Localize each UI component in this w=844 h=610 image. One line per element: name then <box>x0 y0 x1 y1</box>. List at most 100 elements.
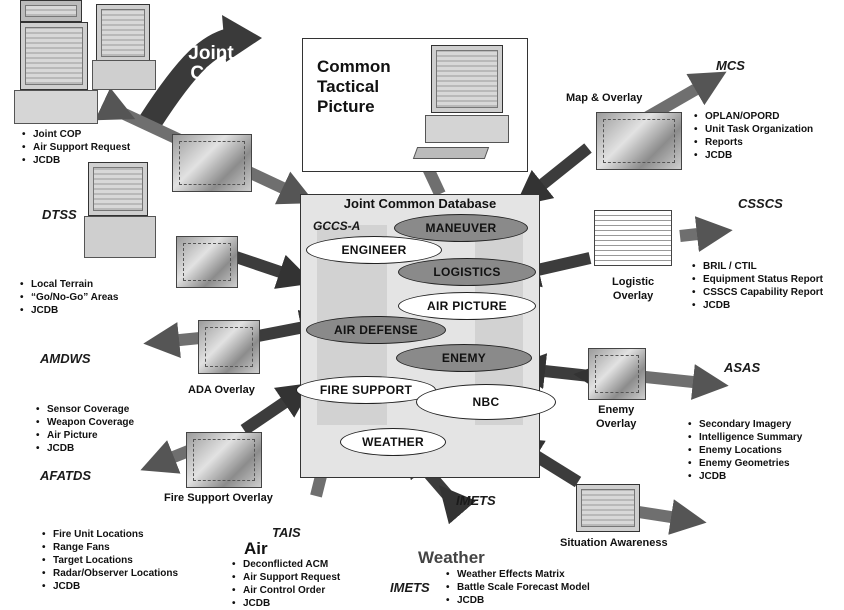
dtss-monitor <box>88 162 148 216</box>
list-item: Air Support Request <box>22 141 130 154</box>
list-item: Sensor Coverage <box>36 403 134 416</box>
amdws-items: Sensor Coverage Weapon Coverage Air Pict… <box>36 403 134 455</box>
asas-items: Secondary Imagery Intelligence Summary E… <box>688 418 802 483</box>
oval-air-picture: AIR PICTURE <box>398 292 536 320</box>
enemy-map-overlay <box>588 348 646 400</box>
arrow-ada-out <box>143 322 201 359</box>
list-item: Joint COP <box>22 128 130 141</box>
imets-name-center: IMETS <box>456 493 496 508</box>
csscs-caption: Logistic Overlay <box>612 276 655 302</box>
ada-overlay-caption: ADA Overlay <box>188 384 255 396</box>
computer-case <box>14 90 98 124</box>
list-item: Target Locations <box>42 554 178 567</box>
list-item: Deconflicted ACM <box>232 558 340 571</box>
csscs-table-overlay <box>594 210 672 266</box>
list-item: JCDB <box>688 470 802 483</box>
oval-engineer: ENGINEER <box>306 236 442 264</box>
list-item: JCDB <box>694 149 813 162</box>
list-item: Local Terrain <box>20 278 118 291</box>
dtss-case <box>84 216 156 258</box>
tais-items: Deconflicted ACM Air Support Request Air… <box>232 558 340 610</box>
dtss-name: DTSS <box>42 207 77 222</box>
list-item: Unit Task Organization <box>694 123 813 136</box>
afatds-items: Fire Unit Locations Range Fans Target Lo… <box>42 528 178 593</box>
list-item: Range Fans <box>42 541 178 554</box>
oval-nbc: NBC <box>416 384 556 420</box>
imets-name: IMETS <box>390 580 430 595</box>
ctp-title: Common Tactical Picture <box>317 57 391 116</box>
oval-enemy: ENEMY <box>396 344 532 372</box>
tais-name: TAIS <box>272 525 301 540</box>
list-item: Secondary Imagery <box>688 418 802 431</box>
dtss-items: Local Terrain “Go/No-Go” Areas JCDB <box>20 278 118 317</box>
list-item: JCDB <box>232 597 340 610</box>
list-item: Air Control Order <box>232 584 340 597</box>
joint-cop-computers <box>0 0 160 128</box>
list-item: Battle Scale Forecast Model <box>446 581 590 594</box>
arrow-asas-out <box>635 364 729 400</box>
arrow-dtss-to-jcdb <box>228 249 314 289</box>
mcs-items: OPLAN/OPORD Unit Task Organization Repor… <box>694 110 813 162</box>
oval-air-defense: AIR DEFENSE <box>306 316 446 344</box>
dtss-map-overlay <box>176 236 238 288</box>
list-item: JCDB <box>42 580 178 593</box>
situation-awareness-caption: Situation Awareness <box>560 537 668 549</box>
imets-sub: Weather <box>418 548 485 567</box>
list-item: JCDB <box>22 154 130 167</box>
sa-monitor <box>576 484 640 532</box>
list-item: JCDB <box>446 594 590 607</box>
list-item: Intelligence Summary <box>688 431 802 444</box>
fire-support-caption: Fire Support Overlay <box>164 492 273 504</box>
list-item: Enemy Geometries <box>688 457 802 470</box>
computer-monitor <box>96 4 150 62</box>
oval-maneuver: MANEUVER <box>394 214 528 242</box>
list-item: Air Support Request <box>232 571 340 584</box>
ctp-case <box>425 115 509 143</box>
computer-monitor <box>20 0 82 22</box>
list-item: Reports <box>694 136 813 149</box>
list-item: Air Picture <box>36 429 134 442</box>
arrow-csscs-out <box>679 216 733 253</box>
mcs-map-overlay <box>596 112 682 170</box>
oval-weather: WEATHER <box>340 428 446 456</box>
list-item: Enemy Locations <box>688 444 802 457</box>
list-item: Weather Effects Matrix <box>446 568 590 581</box>
joint-cop-map-overlay <box>172 134 252 192</box>
tais-sub: Air <box>244 539 268 558</box>
joint-cop-label: Joint COP <box>188 43 234 84</box>
oval-logistics: LOGISTICS <box>398 258 536 286</box>
list-item: BRIL / CTIL <box>692 260 823 273</box>
mcs-name: MCS <box>716 58 745 73</box>
list-item: Equipment Status Report <box>692 273 823 286</box>
ctp-keyboard <box>412 147 490 159</box>
computer-monitor <box>20 22 88 90</box>
ctp-panel: Common Tactical Picture <box>302 38 528 172</box>
list-item: Fire Unit Locations <box>42 528 178 541</box>
list-item: JCDB <box>36 442 134 455</box>
list-item: CSSCS Capability Report <box>692 286 823 299</box>
arrow-fire-support <box>240 382 314 435</box>
jcdb-title: Joint Common Database <box>343 196 497 211</box>
list-item: JCDB <box>692 299 823 312</box>
ctp-monitor <box>431 45 503 113</box>
imets-items: Weather Effects Matrix Battle Scale Fore… <box>446 568 590 607</box>
arrow-mcs-out <box>643 71 727 124</box>
enemy-overlay-caption: Enemy Overlay <box>596 404 637 430</box>
list-item: “Go/No-Go” Areas <box>20 291 118 304</box>
list-item: OPLAN/OPORD <box>694 110 813 123</box>
joint-cop-items: Joint COP Air Support Request JCDB <box>22 128 130 167</box>
list-item: Radar/Observer Locations <box>42 567 178 580</box>
oval-fire-support: FIRE SUPPORT <box>296 376 436 404</box>
computer-case <box>92 60 156 90</box>
fire-support-map-overlay <box>186 432 262 488</box>
jcdb-subtitle: GCCS-A <box>313 219 361 233</box>
csscs-items: BRIL / CTIL Equipment Status Report CSSC… <box>692 260 823 312</box>
mcs-caption: Map & Overlay <box>566 92 643 104</box>
list-item: JCDB <box>20 304 118 317</box>
list-item: Weapon Coverage <box>36 416 134 429</box>
afatds-name: AFATDS <box>40 468 92 483</box>
arrow-mcs-in <box>514 143 592 207</box>
amdws-name: AMDWS <box>40 351 91 366</box>
asas-name: ASAS <box>724 360 761 375</box>
